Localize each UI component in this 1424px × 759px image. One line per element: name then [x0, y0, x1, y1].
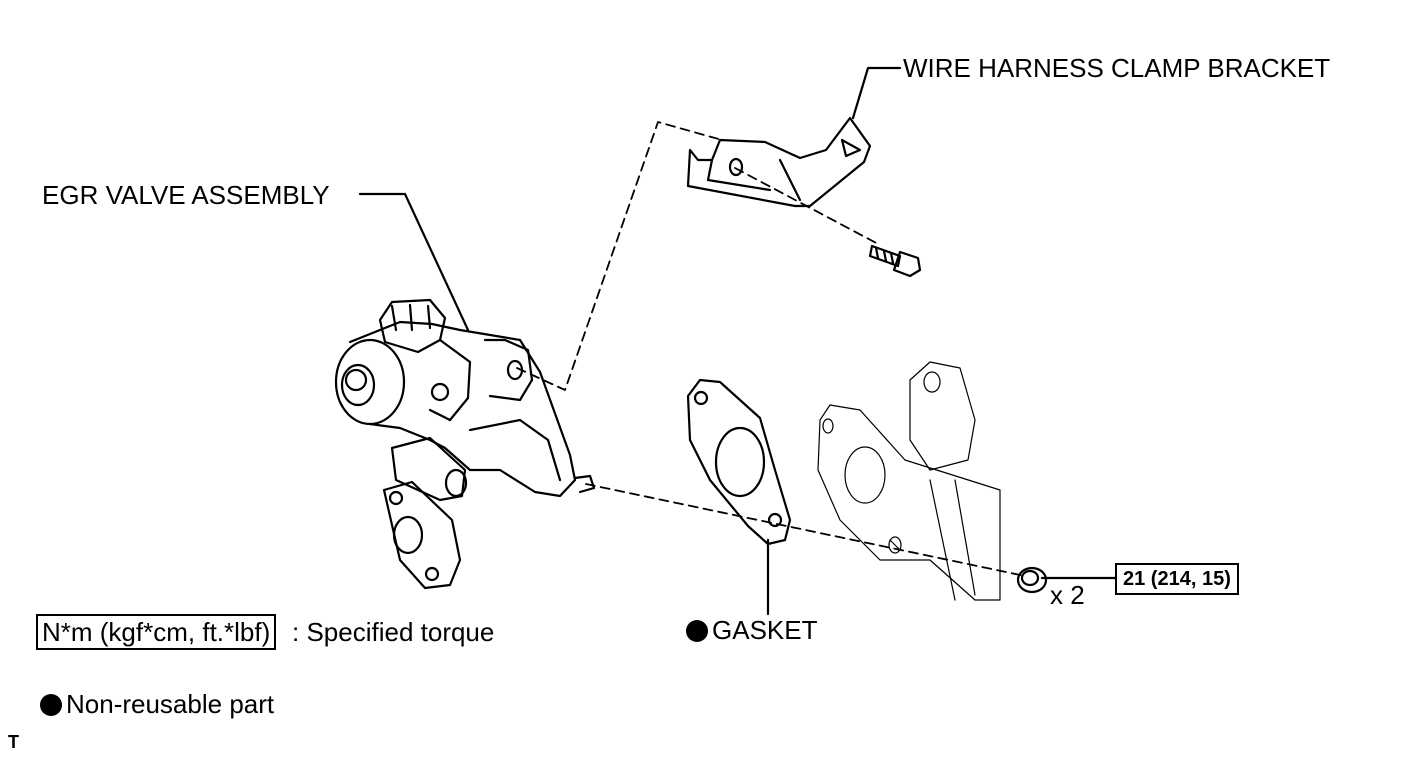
egr-valve-assembly [334, 298, 596, 590]
egr-valve-label: EGR VALVE ASSEMBLY [42, 180, 330, 210]
non-reusable-legend-dot-icon [40, 694, 62, 716]
leader-egr-valve [358, 192, 470, 332]
egr-gasket [686, 378, 792, 546]
quantity-label: x 2 [1050, 580, 1085, 610]
torque-legend-box: N*m (kgf*cm, ft.*lbf) [36, 614, 277, 650]
bracket-bolt [868, 244, 922, 278]
torque-spec-box: 21 (214, 15) [1115, 563, 1239, 595]
wire-harness-clamp-bracket [686, 116, 872, 208]
leader-wire-harness-bracket [851, 66, 902, 120]
non-reusable-legend: Non-reusable part [40, 689, 274, 719]
torque-legend-desc: : Specified torque [292, 617, 495, 647]
non-reusable-legend-text: Non-reusable part [66, 689, 275, 719]
wire-harness-bracket-label: WIRE HARNESS CLAMP BRACKET [903, 53, 1331, 83]
non-reusable-dot-icon [686, 620, 708, 642]
gasket-label: GASKET [686, 615, 817, 645]
gasket-text: GASKET [712, 615, 818, 645]
mounting-nut [1016, 566, 1048, 594]
corner-mark: T [8, 732, 19, 752]
engine-mounting-surface [817, 361, 1001, 601]
